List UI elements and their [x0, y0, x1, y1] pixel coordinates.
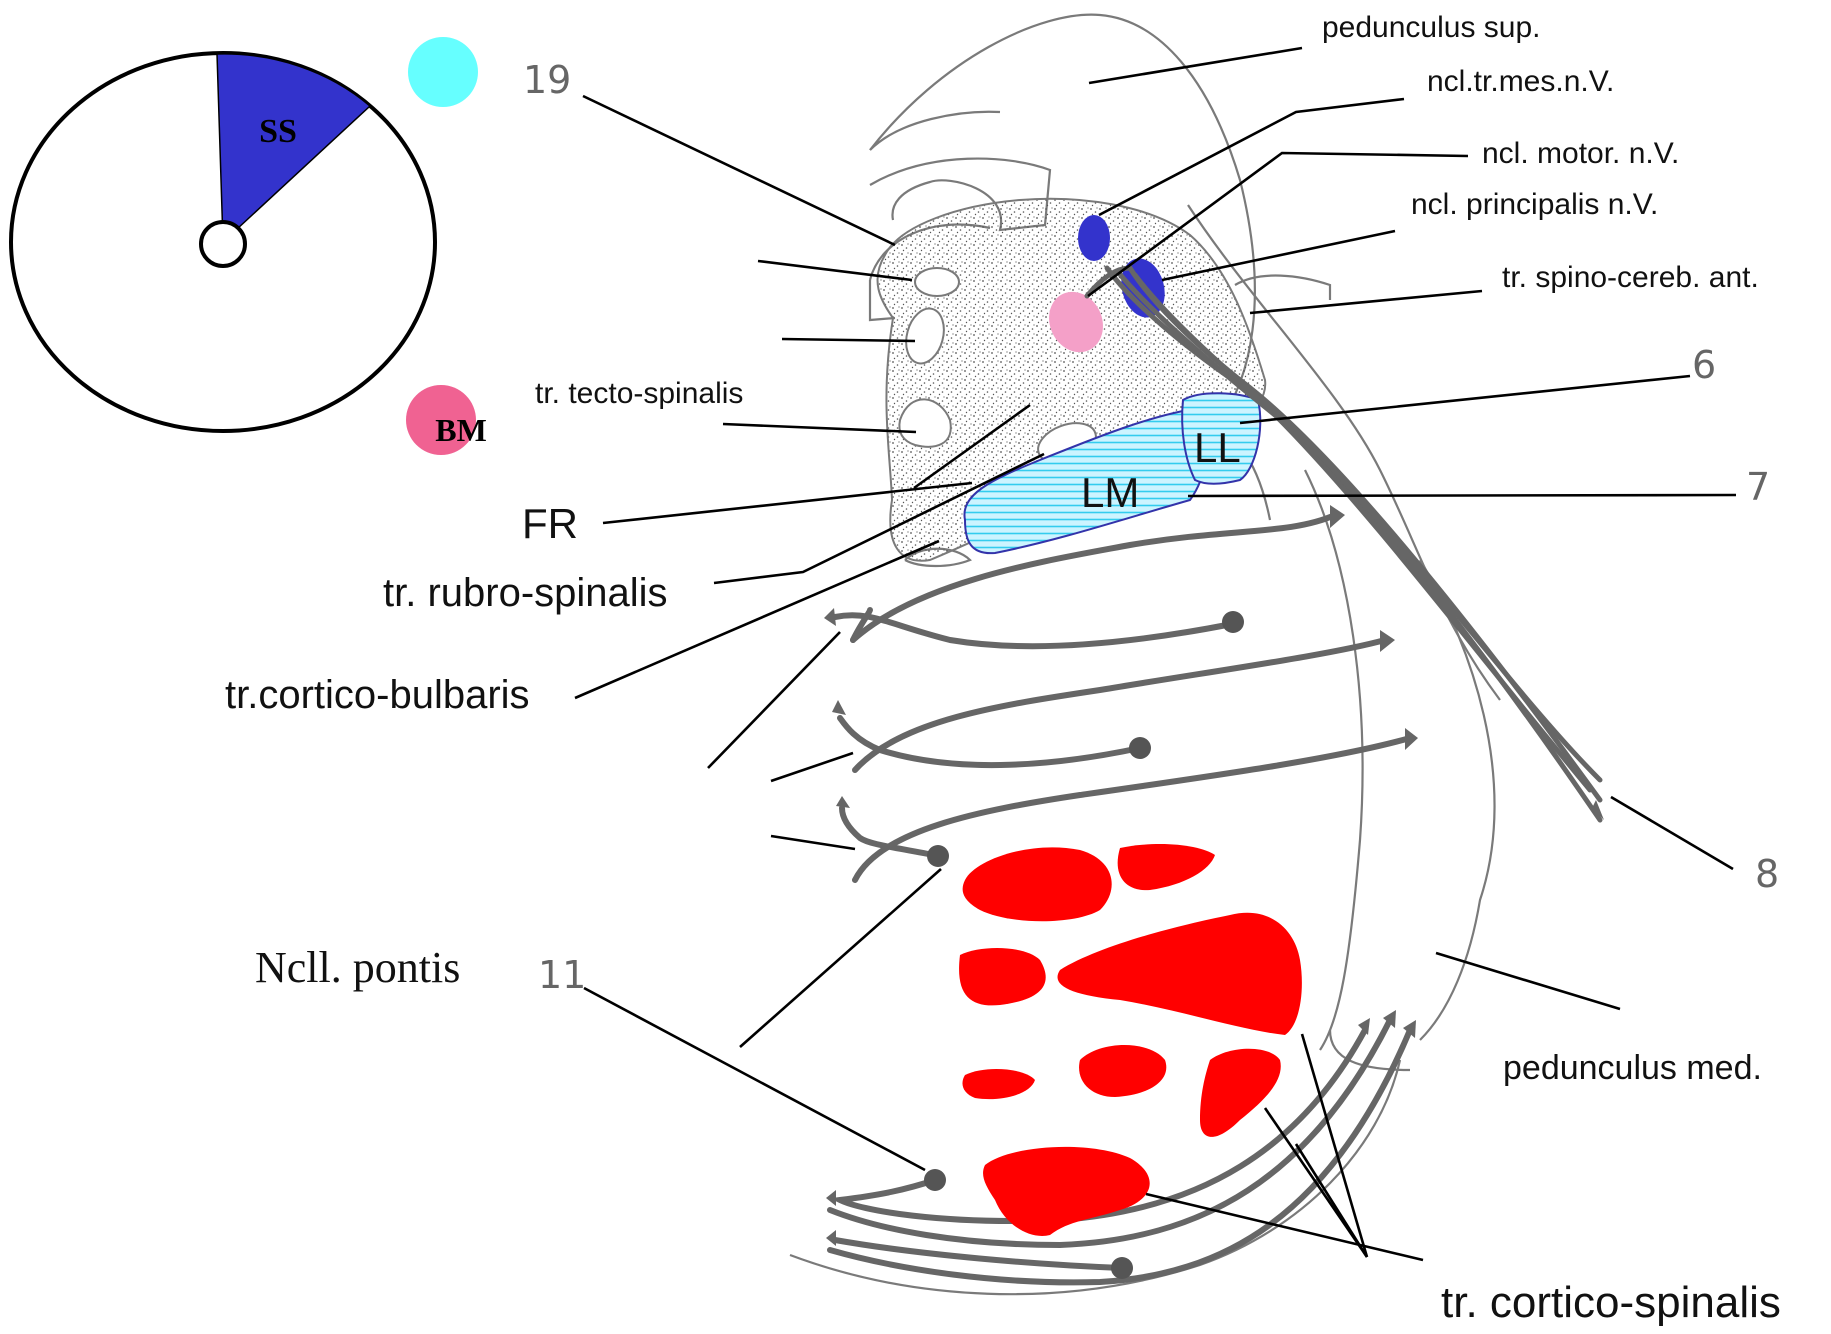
pedunculus-sup-label: pedunculus sup. [1322, 11, 1541, 44]
number-19: 19 [523, 58, 571, 102]
ss-label: SS [259, 113, 297, 150]
pons-outline [790, 15, 1500, 1295]
number-7: 7 [1746, 465, 1770, 509]
legend-center-hole [201, 222, 245, 266]
fr-label: FR [522, 500, 578, 547]
tr-spino-cereb-label: tr. spino-cereb. ant. [1502, 261, 1759, 294]
ncll-pontis-label: Ncll. pontis [255, 943, 460, 992]
number-8: 8 [1755, 852, 1779, 896]
number-11: 11 [538, 953, 586, 997]
ncl-principalis-label: ncl. principalis n.V. [1411, 188, 1658, 221]
bm-label: BM [435, 412, 487, 448]
cyan-dot [408, 37, 478, 107]
ncl-motor-label: ncl. motor. n.V. [1482, 137, 1679, 170]
pedunculus-med-label: pedunculus med. [1503, 1049, 1762, 1087]
pontine-nuclei [959, 844, 1302, 1236]
tr-rubro-spinalis-label: tr. rubro-spinalis [383, 571, 668, 615]
ll-label: LL [1194, 424, 1241, 471]
number-6: 6 [1692, 343, 1716, 387]
legend: SS BM [11, 37, 487, 455]
tr-cortico-spinalis-label: tr. cortico-spinalis [1441, 1278, 1781, 1327]
tr-cortico-bulbaris-label: tr.cortico-bulbaris [225, 673, 530, 717]
tr-tecto-spinalis-label: tr. tecto-spinalis [535, 377, 743, 410]
lm-label: LM [1081, 469, 1139, 516]
ncl-tr-mes-nucleus [1078, 215, 1110, 261]
ncl-tr-mes-label: ncl.tr.mes.n.V. [1427, 65, 1614, 98]
